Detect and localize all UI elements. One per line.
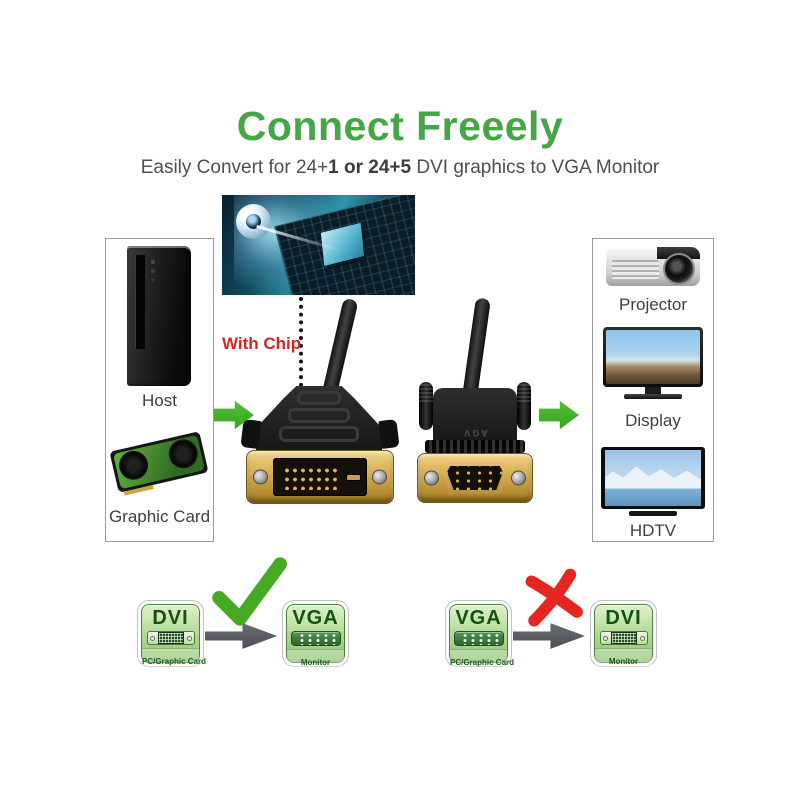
- badge-title: VGA: [455, 607, 502, 629]
- vga-port-icon: [453, 631, 504, 646]
- hood-ridge: [297, 391, 341, 405]
- projector-lens-icon: [663, 253, 695, 285]
- vga-pin-dots-icon: [295, 632, 336, 645]
- projector-image: [606, 247, 700, 291]
- target-devices-panel: Projector Display HDTV: [592, 238, 714, 542]
- optical-drive-bay: [135, 255, 145, 349]
- graphic-card-body: [109, 431, 209, 496]
- dvi-port-icon: [146, 631, 195, 645]
- mountain-scene: [605, 466, 701, 489]
- dvi-side-grip: [240, 419, 262, 449]
- vga-cable: [462, 297, 491, 399]
- hood-ridge: [288, 408, 350, 423]
- dvi-pin-field: [273, 458, 367, 496]
- thumbscrew-icon: [517, 382, 531, 430]
- port-badge-dvi-target: DVI Monitor: [590, 600, 657, 672]
- badge-title: VGA: [292, 607, 339, 629]
- chipset-photo: [222, 195, 415, 295]
- power-button-dot: [151, 260, 155, 264]
- vga-gold-shell: [417, 453, 533, 503]
- hdtv-image: [601, 447, 705, 519]
- subtitle-bold: 1 or 24+5: [328, 157, 412, 178]
- dvi-gold-shell: [246, 450, 394, 504]
- badge-subtitle: PC/Graphic Card: [142, 657, 207, 666]
- hood-ridge: [279, 426, 359, 442]
- pc-tower-image: [127, 246, 191, 386]
- screw-post-icon: [511, 470, 526, 486]
- dvi-pin-grid-icon: [610, 632, 637, 644]
- screw-dot-icon: [602, 635, 608, 641]
- badge-title: DVI: [605, 607, 642, 629]
- subtitle: Easily Convert for 24+1 or 24+5 DVI grap…: [0, 157, 800, 179]
- hdtv-screen: [605, 450, 701, 506]
- cross-icon: [525, 568, 583, 627]
- flow-arrow-right-icon: [539, 400, 579, 430]
- port-badge-dvi-source: DVI PC/Graphic Card: [137, 600, 207, 672]
- display-label: Display: [625, 411, 681, 430]
- hdtv-stand-base: [629, 511, 677, 516]
- screw-dot-icon: [149, 635, 155, 641]
- projector-grille: [612, 260, 659, 279]
- compatibility-wrong-group: VGA PC/Graphic Card DVI Monitor: [445, 562, 659, 674]
- badge-subtitle: Monitor: [608, 657, 639, 666]
- port-badge-vga-source: VGA PC/Graphic Card: [445, 600, 515, 673]
- screw-post-icon: [253, 469, 268, 485]
- dvi-pins: [281, 464, 341, 490]
- screw-dot-icon: [639, 635, 645, 641]
- display-stand-base: [624, 394, 682, 399]
- badge-subtitle: Monitor: [300, 658, 331, 667]
- source-devices-panel: Host Graphic Card: [105, 238, 214, 542]
- display-stand-neck: [645, 387, 661, 394]
- vga-molded-marking: AGV: [462, 428, 488, 438]
- hdtv-frame: [601, 447, 705, 509]
- graphic-card-label: Graphic Card: [108, 507, 211, 526]
- subtitle-post: DVI graphics to VGA Monitor: [411, 157, 660, 178]
- chip-pointer-line: [299, 297, 303, 387]
- vga-ribbed-collar: [425, 440, 525, 453]
- robot-icon: [235, 204, 271, 239]
- subtitle-pre: Easily Convert for 24+: [140, 157, 329, 178]
- check-icon: [212, 557, 288, 626]
- lake-scene: [605, 489, 701, 506]
- page-title: Connect Freeely: [236, 103, 564, 149]
- graphic-card-image: [109, 429, 209, 496]
- vga-port-icon: [290, 631, 341, 646]
- dvi-connector-photo: [240, 297, 400, 514]
- vga-dsub: [442, 462, 508, 494]
- display-image: [603, 327, 703, 407]
- screw-dot-icon: [186, 635, 192, 641]
- host-label: Host: [142, 391, 177, 410]
- screw-post-icon: [372, 469, 387, 485]
- vga-pins: [447, 466, 503, 490]
- dvi-port-icon: [599, 631, 648, 645]
- with-chip-label: With Chip: [222, 334, 302, 353]
- port-badge-vga-target: VGA Monitor: [282, 600, 349, 673]
- vga-pin-dots-icon: [458, 632, 499, 645]
- screw-post-icon: [424, 470, 439, 486]
- hdtv-label: HDTV: [629, 521, 677, 540]
- dvi-side-grip: [378, 419, 400, 449]
- projector-label: Projector: [618, 295, 688, 314]
- thumbscrew-icon: [419, 382, 433, 430]
- badge-subtitle: PC/Graphic Card: [450, 658, 515, 667]
- vga-connector-photo: AGV: [413, 297, 537, 514]
- display-frame: [603, 327, 703, 387]
- badge-title: DVI: [152, 607, 189, 629]
- display-screen: [606, 330, 700, 384]
- dvi-pin-grid-icon: [157, 632, 184, 644]
- dvi-blade: [347, 474, 360, 480]
- dvi-hood: [256, 386, 382, 454]
- compatibility-correct-group: DVI PC/Graphic Card VGA Monitor: [137, 557, 351, 674]
- vga-hood: AGV: [433, 388, 517, 442]
